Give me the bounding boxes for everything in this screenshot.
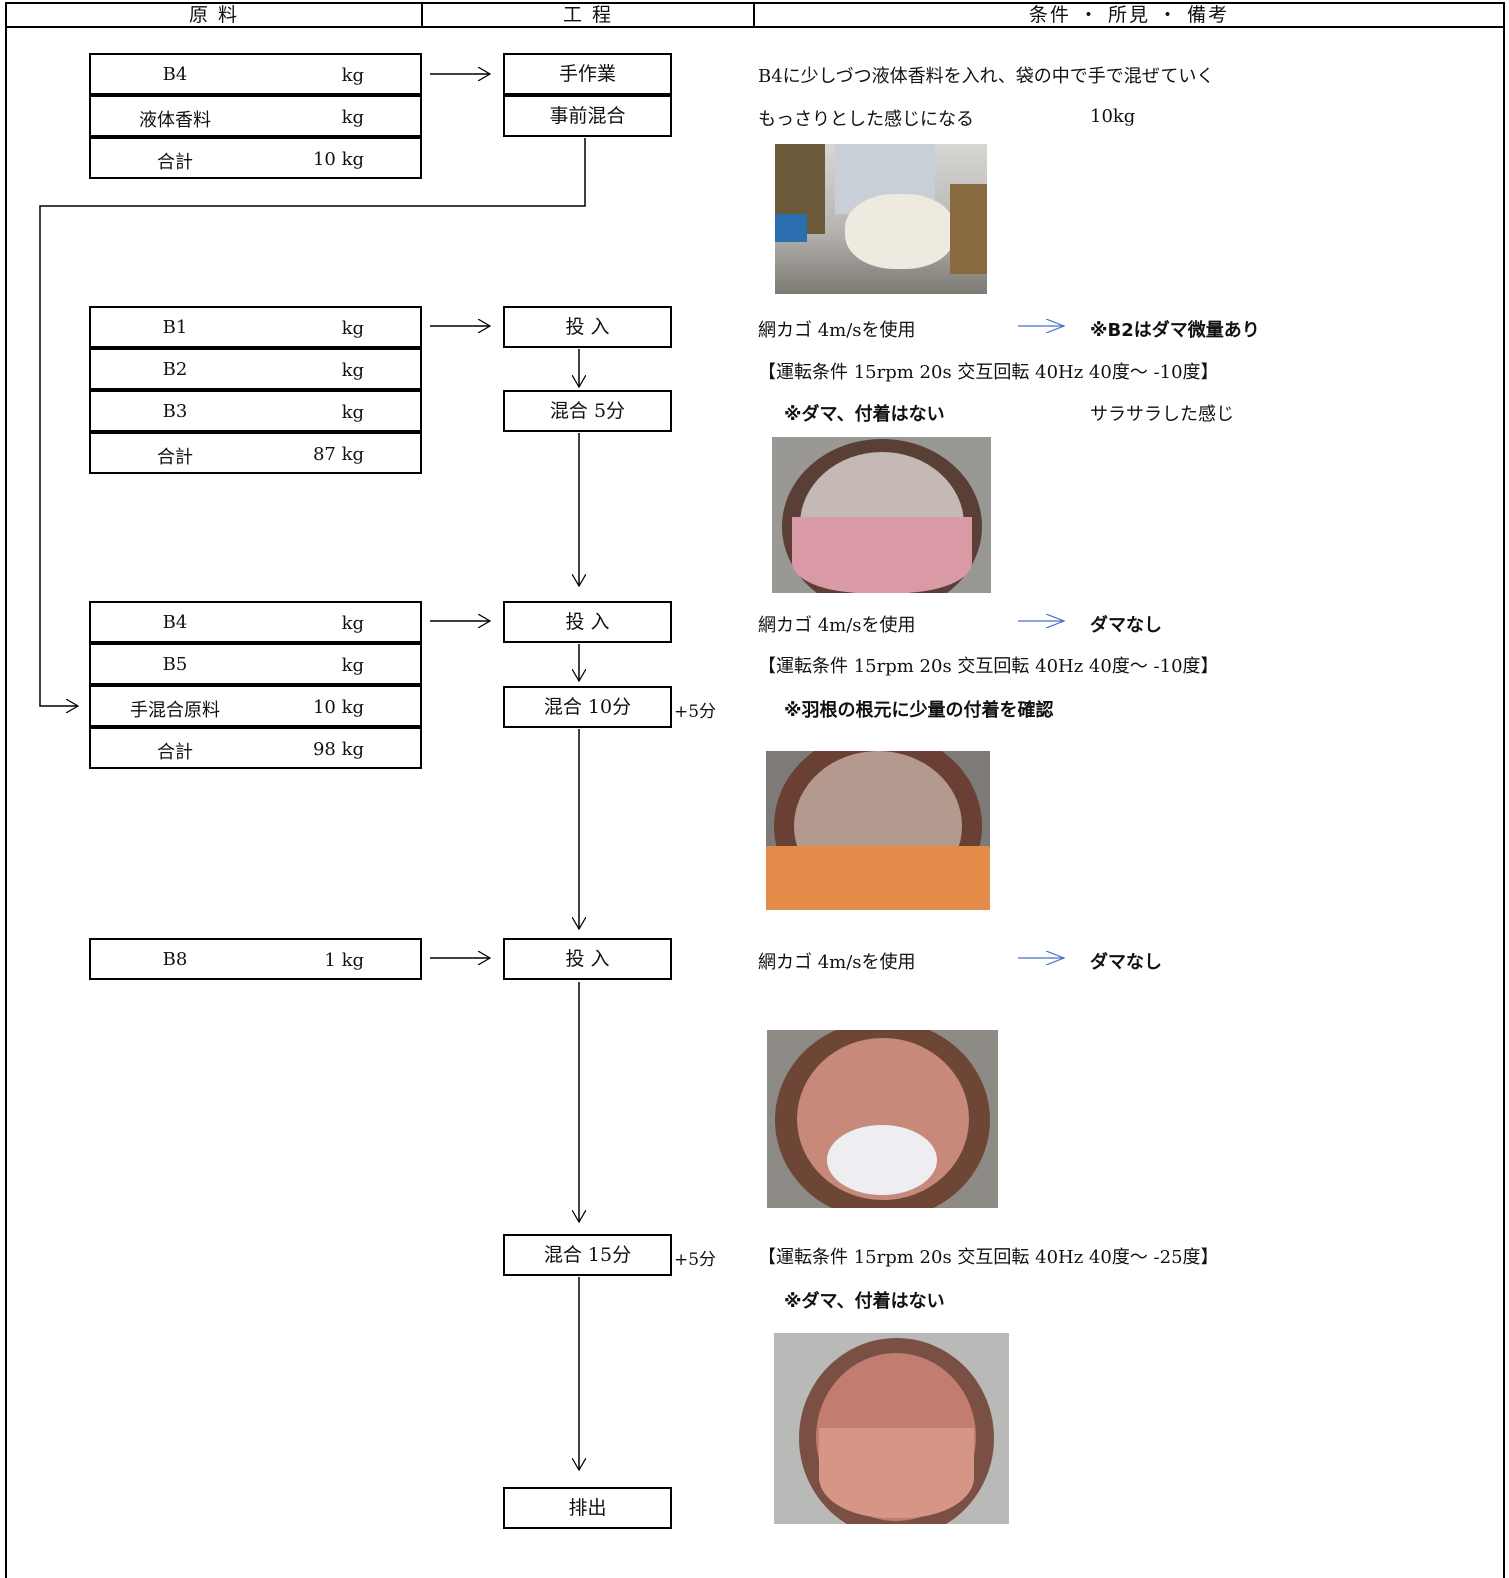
material-row: B3 kg [89, 390, 422, 432]
process-step: 混合 10分 [503, 686, 672, 728]
material-amount: 10 kg [312, 697, 364, 718]
material-name: B3 [162, 401, 188, 422]
material-name: 合計 [157, 152, 193, 173]
process-step: 投 入 [503, 601, 672, 643]
condition-text: 【運転条件 15rpm 20s 交互回転 40Hz 40度～ -10度】 [758, 362, 1219, 383]
process-step: 混合 15分 [503, 1234, 672, 1276]
material-row: B2 kg [89, 348, 422, 390]
material-name: B5 [162, 654, 188, 675]
observation-text: ※ダマ、付着はない [784, 1291, 945, 1312]
material-name: 手混合原料 [130, 700, 220, 721]
material-total-row: 合計 10 kg [89, 137, 422, 179]
result-text: ※B2はダマ微量あり [1090, 320, 1260, 341]
result-text: ダマなし [1090, 952, 1162, 973]
material-amount: 1 kg [324, 950, 364, 971]
material-name: B4 [162, 612, 188, 633]
observation-text: ※羽根の根元に少量の付着を確認 [784, 700, 1054, 721]
material-name: B2 [162, 359, 188, 380]
material-name: 液体香料 [139, 110, 211, 131]
process-step: 混合 5分 [503, 390, 672, 432]
material-name: B8 [162, 949, 188, 970]
material-total-row: 合計 98 kg [89, 727, 422, 769]
material-amount: kg [341, 655, 364, 676]
material-name: B4 [162, 64, 188, 85]
material-name: B1 [162, 317, 188, 338]
note-text: 網カゴ 4m/sを使用 [758, 615, 916, 636]
process-step: 排出 [503, 1487, 672, 1529]
photo-mixer-white-powder [767, 1030, 998, 1208]
material-row: B5 kg [89, 643, 422, 685]
material-amount: kg [341, 65, 364, 86]
process-step: 投 入 [503, 306, 672, 348]
material-amount: kg [341, 107, 364, 128]
note-text: 網カゴ 4m/sを使用 [758, 952, 916, 973]
material-amount: 87 kg [312, 444, 364, 465]
photo-mixer-orange [766, 751, 990, 910]
note-text: もっさりとした感じになる [758, 109, 974, 130]
material-amount: kg [341, 613, 364, 634]
photo-mixer-interior [772, 437, 991, 593]
material-amount: kg [341, 360, 364, 381]
process-step: 事前混合 [503, 95, 672, 137]
material-name: 合計 [157, 742, 193, 763]
condition-text: 【運転条件 15rpm 20s 交互回転 40Hz 40度～ -10度】 [758, 656, 1219, 677]
material-row: B1 kg [89, 306, 422, 348]
result-text: ダマなし [1090, 615, 1162, 636]
note-text: 10kg [1090, 106, 1136, 127]
note-text: B4に少しづつ液体香料を入れ、袋の中で手で混ぜていく [758, 66, 1215, 87]
header-col-notes: 条件 ・ 所見 ・ 備考 [753, 2, 1505, 28]
material-total-row: 合計 87 kg [89, 432, 422, 474]
process-step: 投 入 [503, 938, 672, 980]
material-row: 液体香料 kg [89, 95, 422, 137]
material-amount: kg [341, 402, 364, 423]
photo-hand-mixing-bag [775, 144, 987, 294]
photo-mixer-final [774, 1333, 1009, 1524]
material-row: B4 kg [89, 601, 422, 643]
observation-text: サラサラした感じ [1090, 404, 1234, 425]
material-amount: 10 kg [312, 149, 364, 170]
sheet-frame [5, 28, 1505, 1578]
note-text: 網カゴ 4m/sを使用 [758, 320, 916, 341]
material-row: 手混合原料 10 kg [89, 685, 422, 727]
condition-text: 【運転条件 15rpm 20s 交互回転 40Hz 40度～ -25度】 [758, 1247, 1219, 1268]
process-step: 手作業 [503, 53, 672, 95]
observation-text: ※ダマ、付着はない [784, 404, 945, 425]
extra-time: +5分 [674, 1250, 717, 1270]
material-name: 合計 [157, 447, 193, 468]
material-amount: 98 kg [312, 739, 364, 760]
extra-time: +5分 [674, 702, 717, 722]
material-row: B4 kg [89, 53, 422, 95]
material-row: B8 1 kg [89, 938, 422, 980]
material-amount: kg [341, 318, 364, 339]
